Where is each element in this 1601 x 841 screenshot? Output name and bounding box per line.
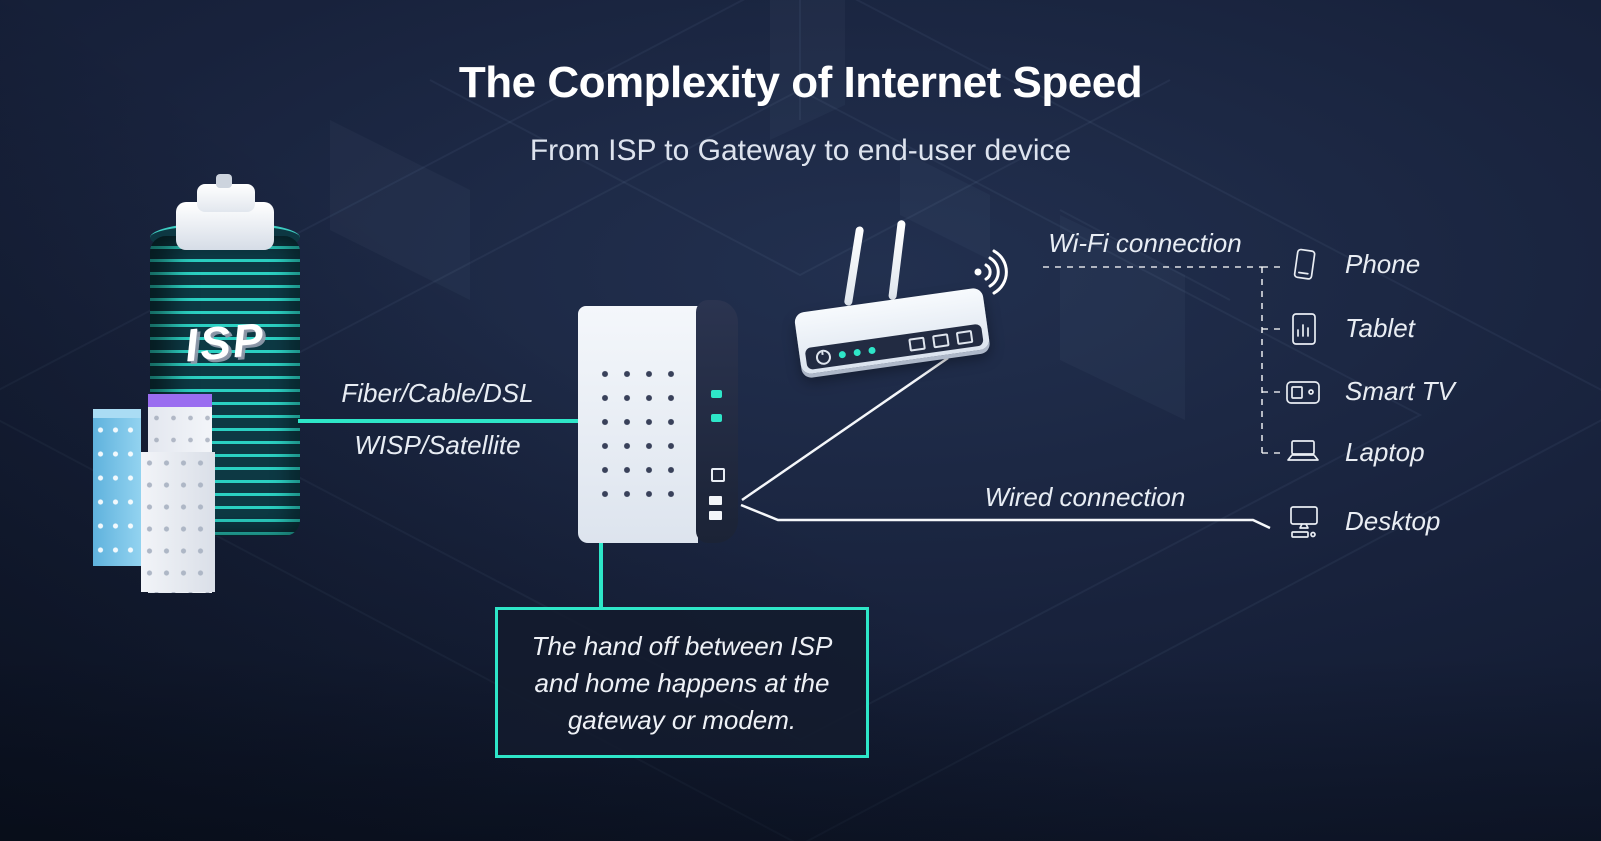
device-label-laptop: Laptop — [1345, 437, 1425, 467]
wifi-dashed-lines — [1043, 266, 1284, 454]
isp-roof-unit-small — [197, 184, 255, 212]
status-led — [867, 346, 876, 354]
wifi-router — [793, 218, 1015, 403]
status-led — [853, 348, 862, 357]
modem-ethernet-port — [709, 496, 722, 505]
panel-spacer — [883, 346, 901, 349]
ethernet-port — [908, 336, 926, 352]
ethernet-port — [931, 332, 950, 348]
device-label-phone: Phone — [1345, 249, 1421, 279]
device-label-smart-tv: Smart TV — [1345, 376, 1455, 406]
power-button-icon — [814, 348, 832, 366]
wifi-connection-label: Wi-Fi connection — [1048, 228, 1242, 258]
ethernet-port — [955, 329, 974, 345]
router-body — [793, 287, 991, 375]
router-antenna — [843, 225, 865, 307]
office-building-front — [141, 452, 215, 592]
tablet-icon — [1283, 309, 1323, 349]
callout-text: The hand off between ISP and home happen… — [498, 628, 866, 739]
wired-connection-label: Wired connection — [984, 482, 1186, 512]
office-building-blue — [93, 418, 141, 566]
smart-tv-icon — [1283, 372, 1323, 412]
status-led — [838, 350, 847, 359]
gateway-modem — [578, 300, 738, 543]
wisp-satellite-label: WISP/Satellite — [354, 430, 521, 460]
modem-vents — [594, 362, 684, 512]
phone-icon — [1283, 245, 1323, 285]
callout-line: gateway or modem. — [567, 705, 797, 735]
router-antenna — [888, 219, 906, 301]
isp-roof-vent — [216, 174, 232, 188]
callout-line: The hand off between ISP — [531, 631, 833, 661]
laptop-icon — [1283, 433, 1323, 473]
callout-line: and home happens at the — [534, 668, 830, 698]
device-label-tablet: Tablet — [1345, 313, 1415, 343]
page-title: The Complexity of Internet Speed — [458, 58, 1143, 107]
page-subtitle: From ISP to Gateway to end-user device — [529, 134, 1072, 167]
office-building-purple-cap — [148, 394, 212, 408]
modem-status-led — [711, 414, 722, 422]
device-label-desktop: Desktop — [1345, 506, 1441, 536]
router-front-panel — [804, 323, 984, 371]
modem-ethernet-port — [709, 511, 722, 520]
modem-status-led — [711, 390, 722, 398]
callout-box: The hand off between ISP and home happen… — [495, 607, 869, 758]
desktop-icon — [1283, 502, 1323, 542]
fiber-cable-dsl-label: Fiber/Cable/DSL — [341, 378, 534, 408]
modem-button — [711, 468, 725, 482]
